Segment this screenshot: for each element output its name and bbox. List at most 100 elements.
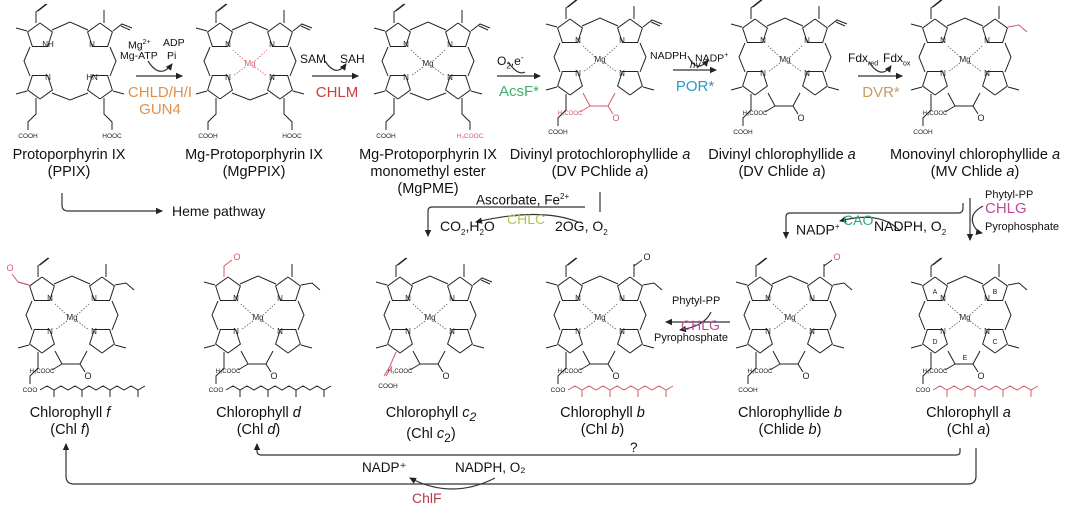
compound-abbr-end: ) (816, 422, 822, 438)
compound-name: Chlorophyll (926, 405, 999, 421)
cofactor-arc-s8 (679, 311, 712, 333)
compound-label-mgpme: Mg-Protoporphyrin IX monomethyl ester (M… (352, 147, 504, 198)
oxygen-label: O (270, 371, 277, 381)
compound-name-italic: a (847, 147, 856, 163)
oxygen-label: O (977, 371, 984, 381)
pyrrole-ring (387, 276, 413, 302)
cofactor-phytyl-pp-2: Phytyl-PP (672, 295, 721, 307)
meso-bridge (51, 92, 89, 101)
nitrogen-label: N (225, 40, 231, 49)
compound-abbr: (Chlide (758, 422, 805, 438)
pyrrole-ring (215, 328, 241, 354)
compound-name: Mg-Protoporphyrin IX (185, 147, 323, 163)
pyrrole-ring (557, 276, 583, 302)
carboxyl-label: COOH (913, 129, 933, 136)
meso-bridge (553, 42, 561, 73)
pyrrole-ring (445, 22, 471, 48)
phytyl-tail (225, 385, 332, 391)
cofactor-mg-atp: Mg-ATP (120, 50, 158, 62)
carboxyl-label: H₃COOC (457, 133, 484, 140)
pyrrole-ring (922, 328, 948, 354)
compound-abbr-end: ) (643, 164, 649, 180)
carboxyl-label: COO (23, 387, 38, 394)
compound-name: Monovinyl chlorophyllide (889, 147, 1048, 163)
carboxyl-label: COOH (376, 133, 396, 140)
compound-abbr-italic: a (635, 164, 644, 180)
compound-abbr: (Chl (580, 422, 608, 438)
nitrogen-label: N (984, 36, 990, 45)
cofactor-arc-s3 (507, 61, 526, 74)
meso-bridge (383, 300, 391, 331)
meso-bridge (467, 46, 475, 77)
enzyme-acsf: AcsF* (498, 83, 539, 100)
pyrrole-ring (747, 276, 773, 302)
cofactor-ascorbate-fe: Ascorbate, Fe2+ (476, 192, 570, 208)
enzyme-chlc: CHLC (507, 211, 546, 227)
cofactor-nadph-o2-cao: NADPH, O2 (874, 218, 947, 237)
heme-pathway-label: Heme pathway (172, 203, 266, 219)
meso-bridge (23, 46, 31, 77)
pyrrole-ring (447, 328, 473, 354)
meso-bridge (297, 300, 305, 331)
magnesium-label: Mg (594, 313, 605, 322)
compound-label-dvpchlide: Divinyl protochlorophyllide a (DV PChlid… (505, 147, 695, 181)
nitrogen-label: N (765, 294, 771, 303)
compound-abbr-italic: a (977, 422, 986, 438)
compound-name-italic: b (833, 405, 842, 421)
nitrogen-label: N (575, 69, 581, 78)
arrow-chla-to-chlf (62, 443, 977, 485)
oxygen-label: O (233, 252, 240, 262)
meso-bridge (946, 17, 984, 27)
compound-abbr: (Chl (946, 422, 974, 438)
pyrrole-ring (557, 70, 583, 96)
nitrogen-label: N (619, 69, 625, 78)
compound-name: Chlorophyll (216, 405, 289, 421)
cofactor-mg2: Mg2+ (128, 39, 151, 52)
carboxyl-label: COOH (378, 383, 398, 390)
compound-name: Divinyl protochlorophyllide (509, 147, 679, 163)
carboxyl-label: COOH (198, 133, 218, 140)
arrow-to-chlc2 (424, 206, 585, 237)
nitrogen-label: N (940, 36, 946, 45)
nitrogen-label: N (575, 294, 581, 303)
pyrrole-ring (385, 74, 411, 100)
arrow-chla-to-chld (253, 443, 961, 456)
pyrrole-ring (267, 22, 293, 48)
compound-abbr-end: ) (275, 422, 281, 438)
nitrogen-label: N (233, 294, 239, 303)
methyl-ester-label: H₃COOC (748, 369, 773, 375)
enzyme-dvr: DVR* (862, 84, 900, 101)
cofactor-nadph-o2-chlf: NADPH, O₂ (455, 460, 526, 475)
compound-abbr-sub: 2 (444, 430, 451, 445)
meso-bridge (409, 21, 447, 31)
meso-bridge (53, 275, 91, 285)
oxygen-label: O (797, 113, 804, 123)
nitrogen-label: N (765, 327, 771, 336)
phytyl-tail (932, 385, 1039, 391)
nitrogen-label: N (940, 294, 946, 303)
compound-abbr: (DV PChlide (551, 164, 632, 180)
pyrrole-ring (387, 328, 413, 354)
oxygen-label: O (612, 371, 619, 381)
meso-bridge (289, 46, 297, 77)
oxygen-label: O (977, 113, 984, 123)
ring-e (582, 350, 616, 365)
cofactor-nadph: NADPH (650, 50, 687, 62)
methyl-ester-label: H₃COOC (30, 369, 55, 375)
carboxyl-label: COOH (738, 387, 758, 394)
nitrogen-label: N (575, 327, 581, 336)
nitrogen-label: N (277, 327, 283, 336)
magnesium-label: Mg (784, 313, 795, 322)
cofactor-co2-h2o: CO2,H2O (440, 218, 495, 237)
compound-abbr-italic: a (1006, 164, 1015, 180)
pyrrole-ring (87, 74, 113, 100)
compound-name-italic: b (636, 405, 645, 421)
enzyme-por: POR* (675, 78, 715, 95)
